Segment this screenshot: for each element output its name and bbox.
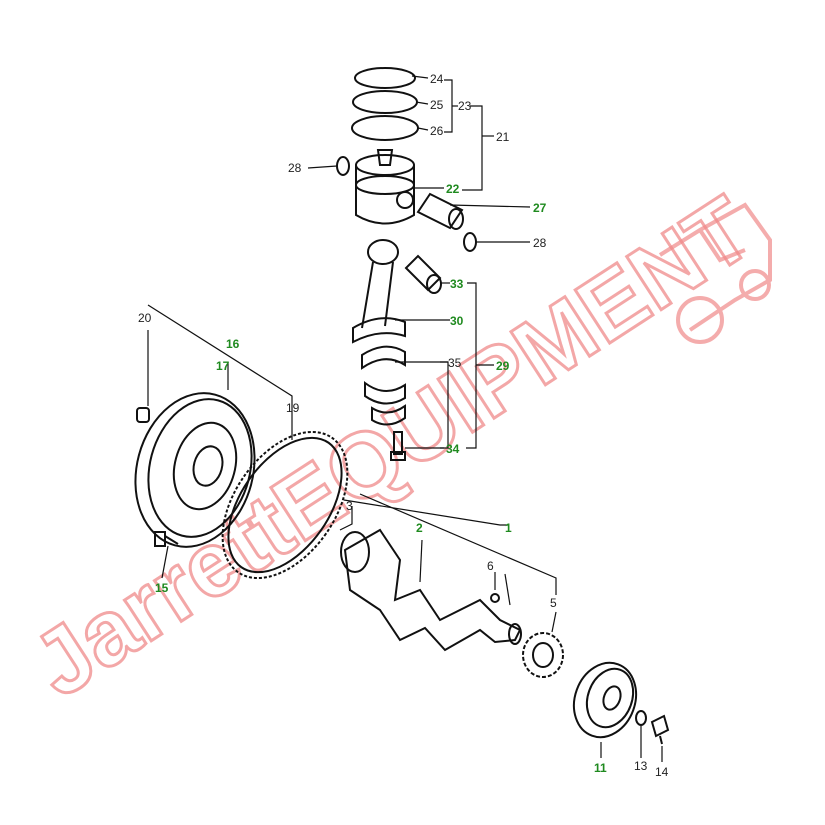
label-5: 5 bbox=[550, 596, 557, 610]
circlip-right bbox=[463, 232, 477, 252]
label-6: 6 bbox=[487, 559, 494, 573]
flywheel-bolt bbox=[154, 531, 179, 547]
part-labels: 24 25 26 23 21 22 28 27 28 33 30 35 29 3… bbox=[138, 72, 669, 779]
bearing-upper bbox=[361, 345, 406, 370]
watermark: JarrettEQUIPMENT bbox=[14, 176, 772, 718]
connecting-rod bbox=[352, 239, 406, 344]
ring-gear bbox=[221, 430, 349, 580]
label-28-bottom: 28 bbox=[533, 236, 547, 250]
crankshaft bbox=[340, 528, 522, 652]
dowel-pin bbox=[136, 407, 150, 423]
label-23: 23 bbox=[458, 99, 472, 113]
label-17: 17 bbox=[216, 359, 230, 373]
bearing-lower bbox=[364, 381, 406, 405]
label-13: 13 bbox=[634, 759, 648, 773]
pulley-bolt bbox=[650, 714, 670, 745]
label-30: 30 bbox=[450, 314, 464, 328]
label-21: 21 bbox=[496, 130, 510, 144]
label-24: 24 bbox=[430, 72, 444, 86]
label-15: 15 bbox=[155, 581, 169, 595]
piston-pin bbox=[416, 192, 464, 230]
crank-gear bbox=[522, 632, 564, 678]
crank-pulley bbox=[572, 661, 638, 739]
piston bbox=[355, 149, 415, 225]
label-14: 14 bbox=[655, 765, 669, 779]
piston-rings bbox=[351, 67, 419, 141]
small-end-bushing bbox=[404, 254, 442, 294]
label-1: 1 bbox=[505, 521, 512, 535]
label-25: 25 bbox=[430, 98, 444, 112]
watermark-tractor-icon bbox=[658, 202, 772, 344]
washer bbox=[635, 710, 647, 726]
rod-cap bbox=[371, 404, 406, 426]
label-2: 2 bbox=[416, 521, 423, 535]
circlip-left bbox=[336, 156, 350, 176]
label-22: 22 bbox=[446, 182, 460, 196]
label-3: 3 bbox=[346, 499, 353, 513]
label-19: 19 bbox=[286, 401, 300, 415]
label-27: 27 bbox=[533, 201, 547, 215]
label-20: 20 bbox=[138, 311, 152, 325]
watermark-text: JarrettEQUIPMENT bbox=[15, 177, 769, 716]
label-35: 35 bbox=[448, 356, 462, 370]
label-16: 16 bbox=[226, 337, 240, 351]
label-28-top: 28 bbox=[288, 161, 302, 175]
leader-lines bbox=[147, 75, 663, 762]
label-26: 26 bbox=[430, 124, 444, 138]
label-29: 29 bbox=[496, 359, 510, 373]
label-11: 11 bbox=[594, 761, 607, 775]
rod-bolt bbox=[390, 431, 406, 461]
label-33: 33 bbox=[450, 277, 464, 291]
label-34: 34 bbox=[446, 442, 460, 456]
